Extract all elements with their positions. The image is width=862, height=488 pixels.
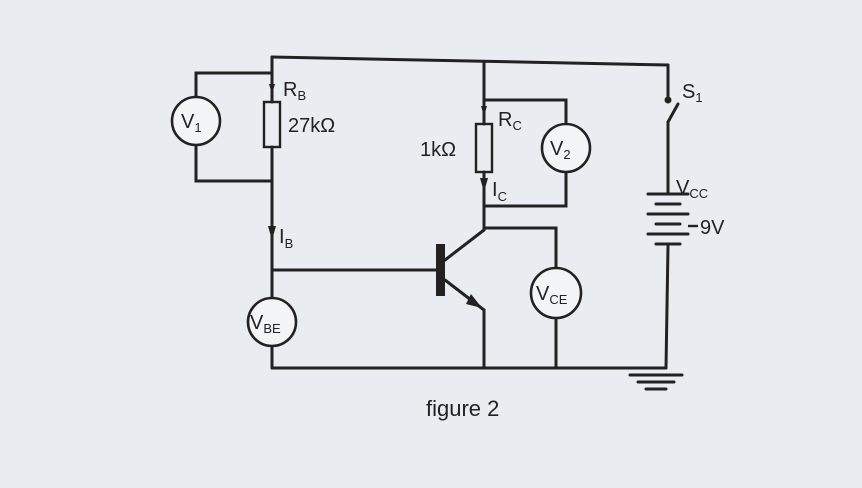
voltmeter-v2-label: V2 xyxy=(550,138,571,162)
ib-current-indicator: IB xyxy=(268,226,293,251)
ground-symbol xyxy=(628,373,684,391)
rb-label: RB xyxy=(283,79,306,103)
rc-value: 1kΩ xyxy=(420,139,456,161)
switch-s1: S1 xyxy=(664,81,703,124)
circuit-wires xyxy=(194,55,670,370)
transistor-npn xyxy=(436,228,486,312)
voltmeter-v2-circle xyxy=(540,122,592,174)
transistor-base-bar xyxy=(436,244,445,296)
figure-caption: figure 2 xyxy=(426,396,499,421)
battery-vcc-label: VCC xyxy=(676,177,708,201)
resistor-rc-body xyxy=(474,122,494,174)
voltmeter-vce: VCE xyxy=(529,266,583,320)
voltmeter-v2: V2 xyxy=(540,122,592,174)
rc-label: RC xyxy=(498,109,522,133)
battery-vcc-value: 9V xyxy=(700,217,725,239)
v1-loop-bottom-wire xyxy=(194,142,274,183)
ib-label: IB xyxy=(279,226,293,251)
resistor-rc: RC 1kΩ xyxy=(420,106,522,174)
top-rail-wire xyxy=(270,55,670,67)
transistor-collector-lead xyxy=(443,228,486,262)
ic-current-indicator: IC xyxy=(480,178,507,204)
battery-vcc: VCC 9V xyxy=(646,177,725,246)
rc-current-arrow xyxy=(481,106,487,116)
resistor-rb: RB 27kΩ xyxy=(262,79,335,149)
voltmeter-v1: V1 xyxy=(170,95,222,147)
switch-s1-blade xyxy=(666,102,680,124)
rb-current-arrow xyxy=(269,84,275,94)
voltmeter-vbe-circle xyxy=(246,296,298,348)
voltmeter-vbe-label: VBE xyxy=(250,312,281,336)
rb-value: 27kΩ xyxy=(288,115,335,137)
voltmeter-vce-circle xyxy=(529,266,583,320)
voltmeter-vbe: VBE xyxy=(246,296,298,348)
voltmeter-v1-label: V1 xyxy=(181,111,202,135)
vce-top-wire xyxy=(482,226,558,270)
resistor-rb-body xyxy=(262,100,282,149)
v2-loop-top-wire xyxy=(482,98,568,126)
switch-s1-label: S1 xyxy=(682,81,703,105)
switch-s1-contact-top xyxy=(664,96,672,104)
voltmeter-vce-label: VCE xyxy=(536,283,568,307)
ic-label: IC xyxy=(492,179,507,204)
ib-arrow xyxy=(268,226,276,240)
ic-arrow xyxy=(480,178,488,192)
v2-loop-bottom-wire xyxy=(482,170,568,208)
voltmeter-v1-circle xyxy=(170,95,222,147)
v1-loop-top-wire xyxy=(194,71,274,100)
supply-column-wire-bottom xyxy=(664,244,670,370)
transistor-emitter-arrow xyxy=(466,294,482,308)
